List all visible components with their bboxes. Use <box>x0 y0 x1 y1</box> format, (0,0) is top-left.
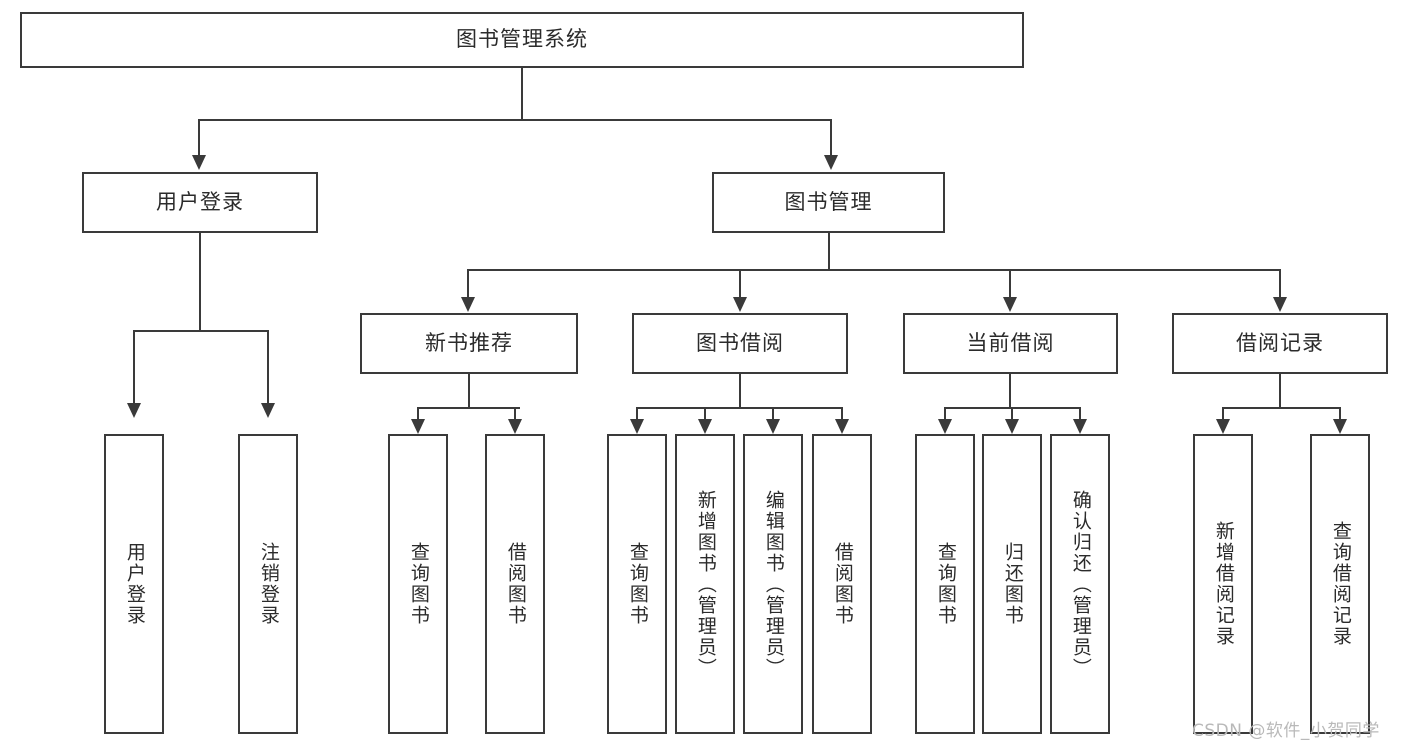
node-book-manage[interactable]: 图书管理 <box>712 172 945 233</box>
edge-bb-drop-4 <box>841 407 843 421</box>
edge-new-book-bus <box>417 407 520 409</box>
arrowhead-nb-leaf-2 <box>508 419 522 434</box>
edge-book-manage-bus <box>467 269 1279 271</box>
arrowhead-cb-leaf-3 <box>1073 419 1087 434</box>
leaf-nb-query-book[interactable]: 查询图书 <box>388 434 448 734</box>
leaf-cb-return-book[interactable]: 归还图书 <box>982 434 1042 734</box>
leaf-bb-add-book-admin[interactable]: 新增图书（管理员） <box>675 434 735 734</box>
edge-user-login-bus <box>133 330 269 332</box>
edge-user-login-drop-1 <box>133 330 135 405</box>
arrowhead-br-leaf-2 <box>1333 419 1347 434</box>
edge-cb-drop-2 <box>1011 407 1013 421</box>
leaf-cb-confirm-return-admin[interactable]: 确认归还（管理员） <box>1050 434 1110 734</box>
arrowhead-bb-leaf-4 <box>835 419 849 434</box>
edge-book-borrow-stem <box>739 374 741 408</box>
node-book-borrow[interactable]: 图书借阅 <box>632 313 848 374</box>
edge-new-book-drop-1 <box>417 407 419 421</box>
edge-borrow-record-stem <box>1279 374 1281 408</box>
edge-root-to-book-manage <box>830 119 832 157</box>
node-current-borrow[interactable]: 当前借阅 <box>903 313 1118 374</box>
edge-current-borrow-stem <box>1009 374 1011 408</box>
arrowhead-cb-leaf-1 <box>938 419 952 434</box>
arrowhead-borrow-record <box>1273 297 1287 312</box>
leaf-br-query-record[interactable]: 查询借阅记录 <box>1310 434 1370 734</box>
arrowhead-cb-leaf-2 <box>1005 419 1019 434</box>
arrowhead-bb-leaf-1 <box>630 419 644 434</box>
arrowhead-br-leaf-1 <box>1216 419 1230 434</box>
leaf-nb-borrow-book[interactable]: 借阅图书 <box>485 434 545 734</box>
leaf-logout[interactable]: 注销登录 <box>238 434 298 734</box>
edge-to-current-borrow <box>1009 269 1011 299</box>
edge-br-drop-1 <box>1222 407 1224 421</box>
edge-br-drop-2 <box>1339 407 1341 421</box>
edge-to-borrow-record <box>1279 269 1281 299</box>
leaf-user-login[interactable]: 用户登录 <box>104 434 164 734</box>
edge-borrow-record-bus <box>1222 407 1339 409</box>
arrowhead-book-manage <box>824 155 838 170</box>
edge-root-bus <box>198 119 832 121</box>
leaf-bb-borrow-book[interactable]: 借阅图书 <box>812 434 872 734</box>
arrowhead-leaf-logout <box>261 403 275 418</box>
arrowhead-bb-leaf-2 <box>698 419 712 434</box>
edge-book-borrow-bus <box>636 407 843 409</box>
edge-to-new-book <box>467 269 469 299</box>
arrowhead-new-book <box>461 297 475 312</box>
node-new-book-recommend[interactable]: 新书推荐 <box>360 313 578 374</box>
arrowhead-current-borrow <box>1003 297 1017 312</box>
edge-to-book-borrow <box>739 269 741 299</box>
arrowhead-book-borrow <box>733 297 747 312</box>
edge-book-manage-stem <box>828 233 830 271</box>
edge-user-login-stem <box>199 233 201 331</box>
edge-bb-drop-2 <box>704 407 706 421</box>
edge-bb-drop-1 <box>636 407 638 421</box>
edge-bb-drop-3 <box>772 407 774 421</box>
edge-new-book-stem <box>468 374 470 408</box>
node-root-system[interactable]: 图书管理系统 <box>20 12 1024 68</box>
arrowhead-user-login <box>192 155 206 170</box>
edge-new-book-drop-2 <box>514 407 516 421</box>
edge-user-login-drop-2 <box>267 330 269 405</box>
leaf-bb-edit-book-admin[interactable]: 编辑图书（管理员） <box>743 434 803 734</box>
edge-root-to-user-login <box>198 119 200 157</box>
arrowhead-leaf-user-login <box>127 403 141 418</box>
arrowhead-bb-leaf-3 <box>766 419 780 434</box>
leaf-bb-query-book[interactable]: 查询图书 <box>607 434 667 734</box>
edge-root-stem <box>521 68 523 120</box>
leaf-br-add-record[interactable]: 新增借阅记录 <box>1193 434 1253 734</box>
leaf-cb-query-book[interactable]: 查询图书 <box>915 434 975 734</box>
arrowhead-nb-leaf-1 <box>411 419 425 434</box>
watermark-csdn: CSDN @软件_小贺同学 <box>1192 721 1380 741</box>
node-user-login[interactable]: 用户登录 <box>82 172 318 233</box>
node-borrow-record[interactable]: 借阅记录 <box>1172 313 1388 374</box>
edge-cb-drop-1 <box>944 407 946 421</box>
edge-cb-drop-3 <box>1079 407 1081 421</box>
